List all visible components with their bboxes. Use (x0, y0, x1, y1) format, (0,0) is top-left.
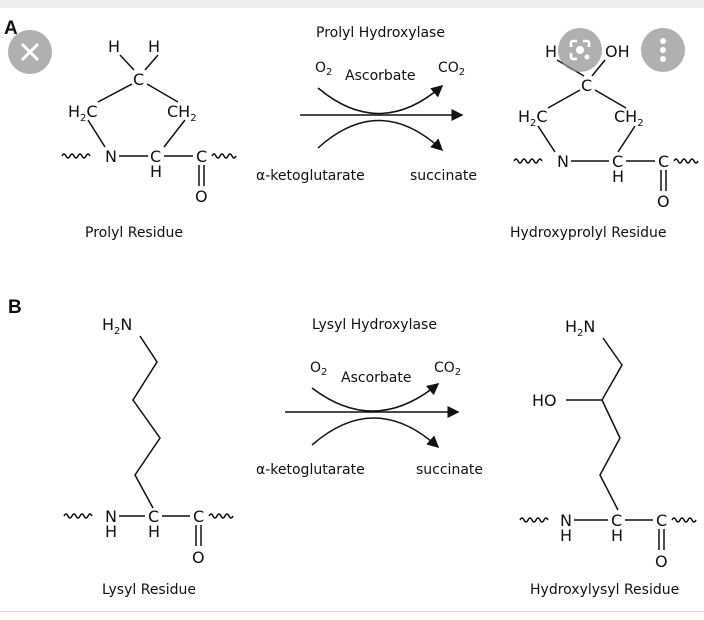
atom-ch2: CH2 (167, 102, 197, 124)
co2-release-arrow (317, 85, 444, 115)
lysyl-hydroxylase-label: Lysyl Hydroxylase (312, 317, 437, 333)
o2-label: O2 (310, 360, 327, 378)
ascorbate-label: Ascorbate (341, 370, 411, 386)
hydroxylysyl-residue-label: Hydroxylysyl Residue (530, 582, 679, 598)
atom-h: H (105, 522, 117, 541)
co2-release-arrow (311, 383, 440, 412)
lens-icon (569, 39, 591, 61)
prolyl-residue-label: Prolyl Residue (85, 225, 183, 241)
co2-label: CO2 (438, 60, 465, 78)
atom-c: C (148, 507, 159, 526)
hydroxylysyl-structure: H2N HO N H C H C O (519, 317, 697, 571)
close-icon (20, 42, 40, 62)
atom-ho: HO (532, 391, 557, 410)
succinate-release-arrow (311, 417, 440, 449)
atom-c: C (193, 507, 204, 526)
prolyl-hydroxylase-label: Prolyl Hydroxylase (316, 25, 445, 41)
atom-h2c: H2C (518, 107, 548, 129)
atom-h: H (560, 526, 572, 545)
close-button[interactable] (8, 30, 52, 74)
succinate-label: succinate (416, 462, 483, 478)
atom-c: C (196, 147, 207, 166)
co2-label: CO2 (434, 360, 461, 378)
atom-o: O (192, 548, 205, 567)
atom-h: H (612, 167, 624, 186)
atom-h: H (148, 37, 160, 56)
atom-h2n: H2N (102, 315, 132, 337)
atom-c: C (656, 511, 667, 530)
top-bar (0, 0, 704, 8)
succinate-release-arrow (317, 119, 444, 152)
atom-h: H (611, 526, 623, 545)
atom-h2c: H2C (68, 102, 98, 124)
atom-h2n: H2N (565, 317, 595, 339)
atom-h: H (545, 42, 557, 61)
atom-oh: OH (605, 42, 630, 61)
atom-c: C (150, 147, 161, 166)
bottom-divider (0, 611, 704, 612)
atom-o: O (655, 552, 668, 571)
atom-h: H (108, 37, 120, 56)
more-icon (660, 38, 666, 62)
panel-b-label: B (8, 297, 22, 318)
lysyl-residue-label: Lysyl Residue (102, 582, 196, 598)
hydroxyprolyl-residue-label: Hydroxyprolyl Residue (510, 225, 667, 241)
atom-n: N (105, 147, 117, 166)
lysyl-structure: H2N N H C H C O (63, 315, 234, 567)
o2-label: O2 (315, 60, 332, 78)
atom-ch2: CH2 (614, 107, 644, 129)
atom-h: H (148, 522, 160, 541)
atom-c: C (133, 70, 144, 89)
hydroxyprolyl-structure: H OH C H2C CH2 N C H C O (513, 42, 699, 211)
lens-button[interactable] (558, 28, 602, 72)
ascorbate-label: Ascorbate (345, 68, 415, 84)
atom-h: H (150, 162, 162, 181)
panel-a-label: A (4, 18, 18, 39)
prolyl-structure: H H C H2C CH2 N C H C O (61, 37, 237, 206)
atom-c: C (612, 152, 623, 171)
atom-o: O (657, 192, 670, 211)
akg-label: α-ketoglutarate (256, 168, 365, 184)
atom-o: O (195, 187, 208, 206)
atom-n: N (105, 507, 117, 526)
succinate-label: succinate (410, 168, 477, 184)
atom-n: N (560, 511, 572, 530)
more-options-button[interactable] (641, 28, 685, 72)
atom-c: C (581, 76, 592, 95)
akg-label: α-ketoglutarate (256, 462, 365, 478)
atom-n: N (557, 152, 569, 171)
atom-c: C (658, 152, 669, 171)
atom-c: C (611, 511, 622, 530)
